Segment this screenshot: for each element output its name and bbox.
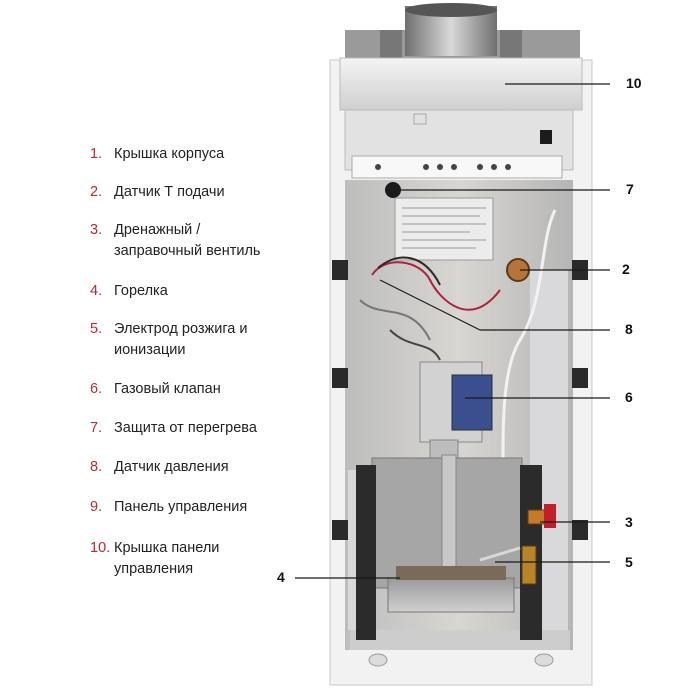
flue-pipe: [345, 3, 580, 60]
callout-6: 6: [625, 389, 633, 405]
legend-number: 5.: [90, 321, 103, 337]
legend-label-line2: заправочный вентиль: [114, 243, 261, 259]
burner: [356, 454, 542, 640]
legend-label: Панель управления: [114, 499, 248, 515]
ignition-electrode: [479, 545, 537, 585]
callout-7: 7: [626, 181, 634, 197]
legend-number: 2.: [90, 184, 103, 200]
legend-number: 4.: [90, 283, 103, 299]
legend-label-line1: Электрод розжига и: [114, 321, 248, 337]
legend-number: 3.: [90, 222, 103, 238]
legend-number: 1.: [90, 146, 103, 162]
legend-item-8: 8. Датчик давления: [90, 457, 350, 478]
legend-item-7: 7. Защита от перегрева: [90, 418, 350, 439]
legend-label: Электрод розжига и ионизации: [114, 319, 248, 361]
legend-item-6: 6. Газовый клапан: [90, 379, 350, 400]
legend-label-line1: Крышка панели: [114, 540, 220, 556]
legend-number: 10.: [90, 540, 111, 556]
legend-item-2: 2. Датчик Т подачи: [90, 182, 350, 203]
legend-label-line2: управления: [114, 561, 194, 577]
legend-label: Газовый клапан: [114, 381, 221, 397]
legend-label-line1: Дренажный /: [114, 222, 201, 238]
legend-label: Горелка: [114, 283, 168, 299]
legend-label: Датчик давления: [114, 459, 229, 475]
legend-label-line2: ионизации: [114, 342, 186, 358]
legend-item-5: 5. Электрод розжига и ионизации: [90, 319, 350, 361]
legend-label: Крышка панели управления: [114, 538, 219, 580]
legend-label: Защита от перегрева: [114, 420, 257, 436]
legend-number: 8.: [90, 459, 103, 475]
legend-item-9: 9. Панель управления: [90, 497, 350, 518]
callout-5: 5: [625, 554, 633, 570]
legend-number: 9.: [90, 499, 103, 515]
legend-number: 7.: [90, 420, 103, 436]
legend-item-4: 4. Горелка: [90, 281, 350, 302]
gas-valve: [419, 361, 493, 461]
callout-3: 3: [625, 514, 633, 530]
callout-10: 10: [626, 75, 642, 91]
legend-label: Датчик Т подачи: [114, 184, 225, 200]
legend-item-3: 3. Дренажный / заправочный вентиль: [90, 220, 350, 262]
legend-item-10: 10.Крышка панели управления: [90, 538, 350, 580]
legend-number: 6.: [90, 381, 103, 397]
legend-item-1: 1. Крышка корпуса: [90, 144, 350, 165]
legend-label: Крышка корпуса: [114, 146, 225, 162]
callout-2: 2: [622, 261, 630, 277]
callout-4: 4: [277, 569, 285, 585]
legend-label: Дренажный / заправочный вентиль: [114, 220, 260, 262]
callout-8: 8: [625, 321, 633, 337]
leader-lines: [295, 83, 610, 579]
